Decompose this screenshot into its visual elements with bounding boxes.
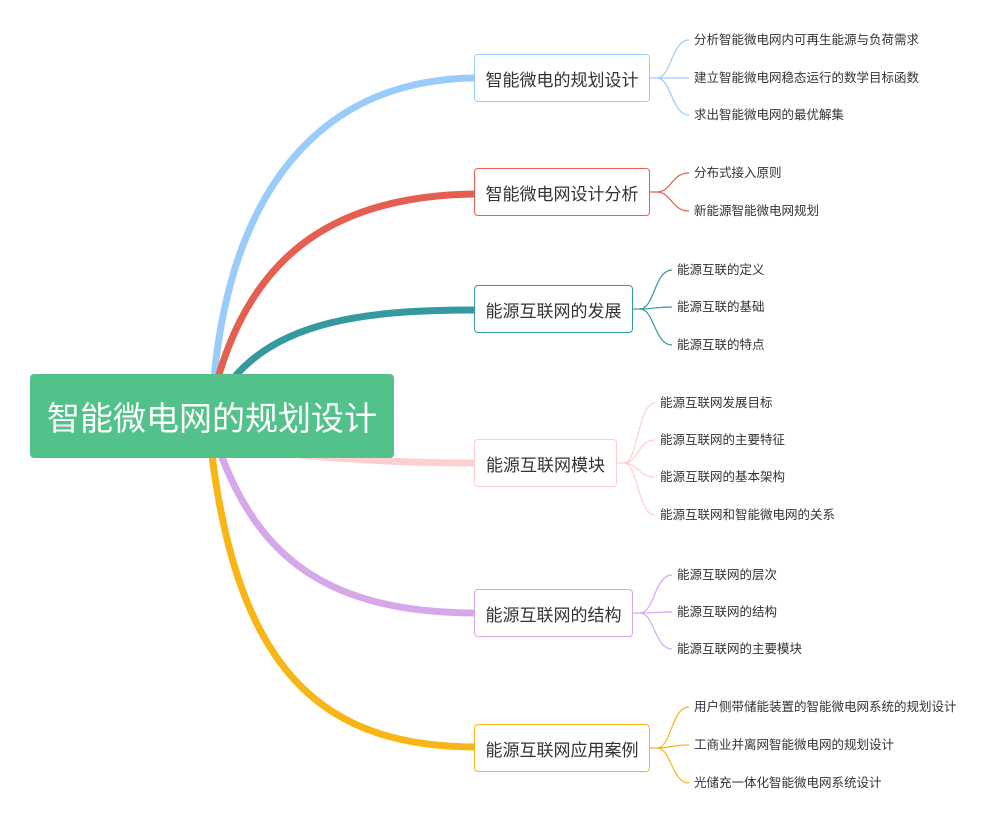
leaf-2-2[interactable]: 新能源智能微电网规划 <box>694 203 820 218</box>
branch-node-3[interactable]: 能源互联网的发展 <box>474 285 633 333</box>
leaf-6-3[interactable]: 光储充一体化智能微电网系统设计 <box>694 775 882 790</box>
leaf-connector-5-1 <box>639 574 673 614</box>
leaf-2-1[interactable]: 分布式接入原则 <box>694 165 782 180</box>
branch-node-6[interactable]: 能源互联网应用案例 <box>474 724 650 772</box>
leaf-1-2[interactable]: 建立智能微电网稳态运行的数学目标函数 <box>694 70 920 85</box>
leaf-6-2[interactable]: 工商业并离网智能微电网的规划设计 <box>694 737 895 752</box>
leaf-connector-3-1 <box>639 269 673 310</box>
branch-node-2[interactable]: 智能微电网设计分析 <box>474 168 650 216</box>
branch-node-4[interactable]: 能源互联网模块 <box>474 439 617 487</box>
leaf-4-4[interactable]: 能源互联网和智能微电网的关系 <box>660 507 836 522</box>
branch-connector-3 <box>228 306 478 384</box>
branch-node-5[interactable]: 能源互联网的结构 <box>474 589 633 637</box>
leaf-connector-6-3 <box>656 747 690 784</box>
leaf-5-2[interactable]: 能源互联网的结构 <box>677 604 778 619</box>
leaf-connector-3-3 <box>639 308 673 346</box>
leaf-5-1[interactable]: 能源互联网的层次 <box>677 567 778 582</box>
leaf-connector-2-1 <box>656 172 690 193</box>
branch-connector-1 <box>210 74 478 382</box>
leaf-3-1[interactable]: 能源互联的定义 <box>677 262 765 277</box>
leaf-connector-3-2 <box>639 306 673 310</box>
leaf-4-1[interactable]: 能源互联网发展目标 <box>660 395 773 410</box>
leaf-3-2[interactable]: 能源互联的基础 <box>677 299 765 314</box>
leaf-connector-4-1 <box>623 402 656 464</box>
leaf-connector-2-2 <box>656 191 690 212</box>
leaf-connector-1-1 <box>656 39 690 79</box>
leaf-1-1[interactable]: 分析智能微电网内可再生能源与负荷需求 <box>694 32 920 47</box>
branch-connector-6 <box>208 451 478 751</box>
branch-node-1[interactable]: 智能微电的规划设计 <box>474 54 650 102</box>
leaf-connector-1-3 <box>656 77 690 116</box>
leaf-3-3[interactable]: 能源互联的特点 <box>677 337 765 352</box>
leaf-6-1[interactable]: 用户侧带储能装置的智能微电网系统的规划设计 <box>694 699 957 714</box>
leaf-connector-4-2 <box>623 439 656 464</box>
branch-connector-2 <box>214 190 478 382</box>
leaf-connector-6-1 <box>656 706 690 749</box>
leaf-5-3[interactable]: 能源互联网的主要模块 <box>677 641 803 656</box>
leaf-connector-5-3 <box>639 612 673 650</box>
leaf-connector-4-4 <box>623 462 656 516</box>
leaf-4-3[interactable]: 能源互联网的基本架构 <box>660 469 786 484</box>
leaf-1-3[interactable]: 求出智能微电网的最优解集 <box>694 107 845 122</box>
root-node[interactable]: 智能微电网的规划设计 <box>30 374 394 458</box>
leaf-connector-5-2 <box>639 611 673 614</box>
leaf-connector-6-2 <box>656 744 690 749</box>
leaf-4-2[interactable]: 能源互联网的主要特征 <box>660 432 786 447</box>
branch-connector-5 <box>216 448 478 617</box>
